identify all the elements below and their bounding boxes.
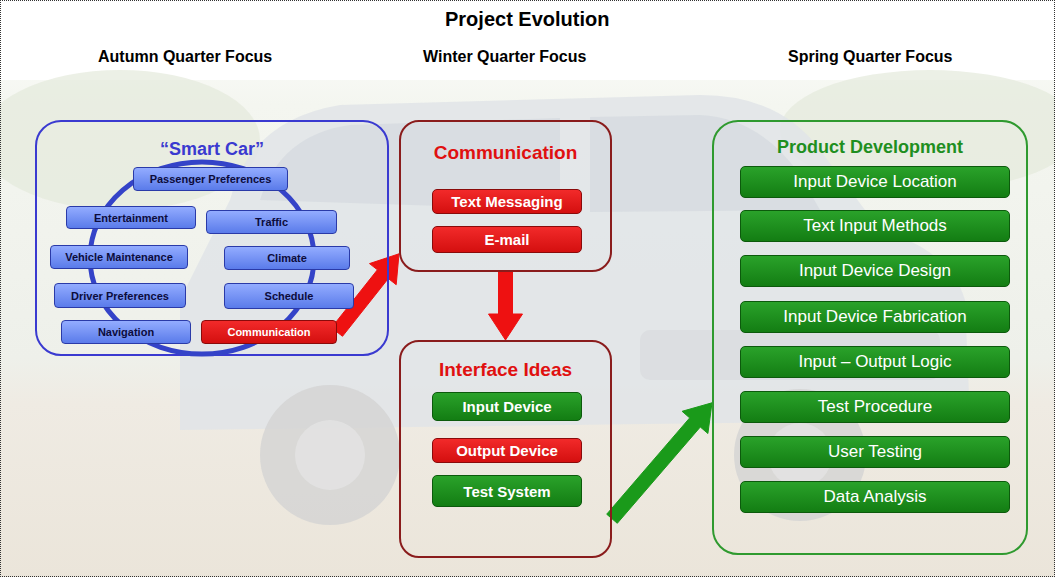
process-box: Input Device Location [740, 166, 1010, 198]
group-heading: Product Development [714, 137, 1026, 158]
box-text: Traffic [251, 216, 292, 228]
process-box: Output Device [432, 438, 582, 463]
box-text: Passenger Preferences [146, 173, 276, 185]
group-heading: Interface Ideas [401, 359, 610, 381]
box-text: Communication [223, 326, 314, 338]
process-box: Test Procedure [740, 391, 1010, 423]
process-box: Schedule [224, 283, 354, 309]
process-box: Input Device [432, 392, 582, 421]
process-box: Navigation [61, 320, 191, 344]
group-heading: “Smart Car” [37, 139, 387, 160]
box-text: Input – Output Logic [794, 352, 955, 372]
box-text: Navigation [94, 326, 158, 338]
box-text: Driver Preferences [67, 290, 173, 302]
box-text: Test System [459, 483, 554, 500]
column-heading: Spring Quarter Focus [788, 48, 952, 66]
box-text: User Testing [824, 442, 926, 462]
box-text: Input Device [458, 398, 555, 415]
process-box: Input – Output Logic [740, 346, 1010, 378]
group-box: “Smart Car” Passenger PreferencesEntertai… [35, 120, 389, 356]
process-box: Driver Preferences [54, 283, 186, 308]
process-box: User Testing [740, 436, 1010, 468]
process-box: Input Device Design [740, 255, 1010, 287]
process-box: Input Device Fabrication [740, 301, 1010, 333]
column-heading: Winter Quarter Focus [423, 48, 586, 66]
process-box: Text Input Methods [740, 210, 1010, 242]
process-box: E-mail [432, 226, 582, 253]
process-box: Data Analysis [740, 481, 1010, 513]
process-box: Traffic [206, 210, 337, 234]
block-arrow [607, 403, 712, 524]
process-box: Communication [201, 320, 337, 344]
box-text: Test Procedure [814, 397, 936, 417]
box-text: Data Analysis [820, 487, 931, 507]
box-text: Input Device Location [789, 172, 961, 192]
box-text: Entertainment [90, 212, 172, 224]
diagram-title: Project Evolution [445, 8, 609, 31]
group-box: CommunicationText MessagingE-mail [399, 120, 612, 272]
process-box: Test System [432, 475, 582, 507]
group-box: Interface IdeasInput DeviceOutput Device… [399, 340, 612, 558]
box-text: Climate [263, 252, 311, 264]
block-arrow [489, 272, 523, 340]
group-box: Product DevelopmentInput Device Location… [712, 120, 1028, 555]
process-box: Text Messaging [432, 189, 582, 214]
process-box: Entertainment [66, 206, 196, 229]
box-text: Input Device Fabrication [779, 307, 970, 327]
box-text: Text Input Methods [799, 216, 951, 236]
box-text: Vehicle Maintenance [61, 251, 177, 263]
box-text: Text Messaging [447, 193, 566, 210]
box-text: Output Device [452, 442, 562, 459]
process-box: Passenger Preferences [133, 167, 288, 191]
group-heading: Communication [401, 142, 610, 164]
box-text: Input Device Design [795, 261, 955, 281]
box-text: Schedule [261, 290, 318, 302]
process-box: Climate [224, 246, 350, 270]
column-heading: Autumn Quarter Focus [98, 48, 272, 66]
process-box: Vehicle Maintenance [50, 245, 188, 269]
box-text: E-mail [480, 231, 533, 248]
